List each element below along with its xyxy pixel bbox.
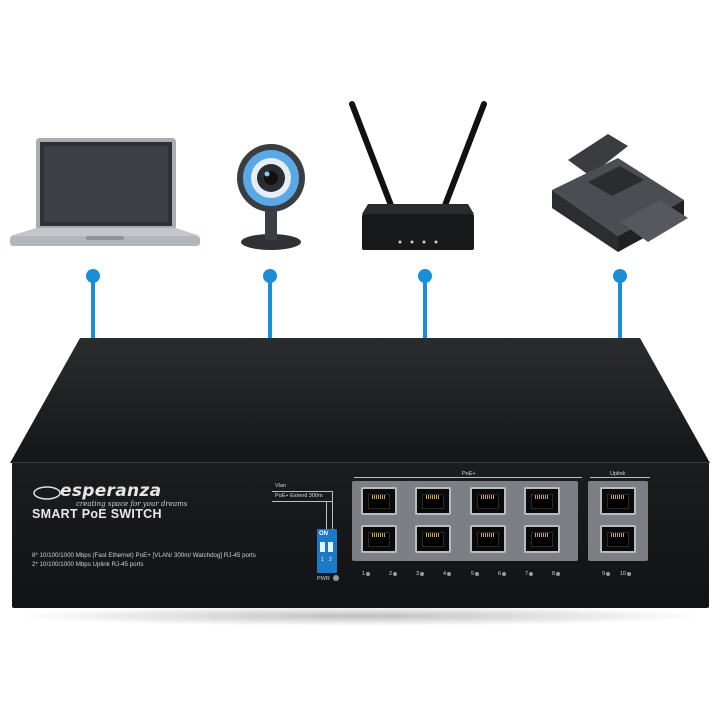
port-label-5: 5 xyxy=(471,571,480,577)
port-led-3 xyxy=(420,571,425,576)
connector-dot-printer xyxy=(613,269,627,283)
dip-switch[interactable]: ON 1 2 xyxy=(317,529,337,573)
router-icon xyxy=(349,101,487,250)
poe-group-line xyxy=(354,477,582,478)
port-label-2: 2 xyxy=(389,571,398,577)
port-number-7: 7 xyxy=(525,571,529,577)
port-number-6: 6 xyxy=(498,571,502,577)
port-label-6: 6 xyxy=(498,571,507,577)
spec-line-2: 2* 10/100/1000 Mbps Uplink RJ-45 ports xyxy=(32,561,144,568)
connector-line-router xyxy=(423,282,427,340)
port-number-8: 8 xyxy=(552,571,556,577)
leader-vertical-2 xyxy=(326,501,327,529)
rj45-port-6[interactable] xyxy=(470,525,506,553)
pwr-label: PWR xyxy=(317,576,330,582)
logo-swoosh-icon xyxy=(33,486,61,500)
vlan-leader-line xyxy=(272,491,332,492)
connector-dot-router xyxy=(418,269,432,283)
rj45-port-8[interactable] xyxy=(524,525,560,553)
spec-line-1: 8* 10/100/1000 Mbps (Fast Ethernet) PoE+… xyxy=(32,552,256,559)
brand-name: esperanza xyxy=(60,481,162,501)
connector-line-webcam xyxy=(268,282,272,340)
switch-shadow xyxy=(10,606,710,626)
dip-on-label: ON xyxy=(319,531,328,537)
rj45-port-4[interactable] xyxy=(415,525,451,553)
port-led-2 xyxy=(393,571,398,576)
uplink-group-label: Uplink xyxy=(606,471,630,477)
dip-toggle-2[interactable] xyxy=(328,542,333,552)
port-label-3: 3 xyxy=(416,571,425,577)
port-label-4: 4 xyxy=(443,571,452,577)
port-label-8: 8 xyxy=(552,571,561,577)
port-number-2: 2 xyxy=(389,571,393,577)
rj45-port-9[interactable] xyxy=(600,487,636,515)
switch-front-panel: esperanza creating space for your dreams… xyxy=(12,462,709,608)
extend-leader-line xyxy=(272,501,332,502)
port-led-6 xyxy=(502,571,507,576)
rj45-port-1[interactable] xyxy=(361,487,397,515)
dip-num-2: 2 xyxy=(329,557,332,563)
dip-num-1: 1 xyxy=(321,557,324,563)
power-led xyxy=(333,575,339,581)
port-led-1 xyxy=(366,571,371,576)
rj45-port-7[interactable] xyxy=(524,487,560,515)
port-label-7: 7 xyxy=(525,571,534,577)
connector-dot-webcam xyxy=(263,269,277,283)
port-led-7 xyxy=(529,571,534,576)
connector-dot-laptop xyxy=(86,269,100,283)
port-led-5 xyxy=(475,571,480,576)
port-number-10: 10 xyxy=(620,571,627,577)
poe-group-label: PoE+ xyxy=(458,471,480,477)
rj45-port-3[interactable] xyxy=(415,487,451,515)
port-label-10: 10 xyxy=(620,571,632,577)
port-led-8 xyxy=(556,571,561,576)
connector-line-printer xyxy=(618,282,622,340)
laptop-icon xyxy=(10,138,200,246)
rj45-port-10[interactable] xyxy=(600,525,636,553)
rj45-port-5[interactable] xyxy=(470,487,506,515)
vlan-label: Vlan xyxy=(275,483,287,489)
brand-tagline: creating space for your dreams xyxy=(76,500,188,508)
brand-logo: esperanza creating space for your dreams xyxy=(32,479,192,509)
port-number-3: 3 xyxy=(416,571,420,577)
dip-toggle-1[interactable] xyxy=(320,542,325,552)
port-number-4: 4 xyxy=(443,571,447,577)
connector-line-laptop xyxy=(91,282,95,340)
extend-label: PoE+ Extend 300m xyxy=(275,493,323,499)
uplink-group-line xyxy=(590,477,650,478)
port-label-9: 9 xyxy=(602,571,611,577)
port-label-1: 1 xyxy=(362,571,371,577)
port-led-10 xyxy=(627,571,632,576)
port-number-9: 9 xyxy=(602,571,606,577)
leader-vertical-1 xyxy=(332,491,333,529)
product-title: SMART PoE SWITCH xyxy=(32,507,162,521)
port-led-9 xyxy=(606,571,611,576)
port-number-5: 5 xyxy=(471,571,475,577)
switch-top-surface xyxy=(10,338,710,463)
spec-text: 8* 10/100/1000 Mbps (Fast Ethernet) PoE+… xyxy=(32,551,256,569)
webcam-icon xyxy=(237,144,305,250)
port-number-1: 1 xyxy=(362,571,366,577)
printer-icon xyxy=(552,134,688,252)
port-led-4 xyxy=(447,571,452,576)
rj45-port-2[interactable] xyxy=(361,525,397,553)
